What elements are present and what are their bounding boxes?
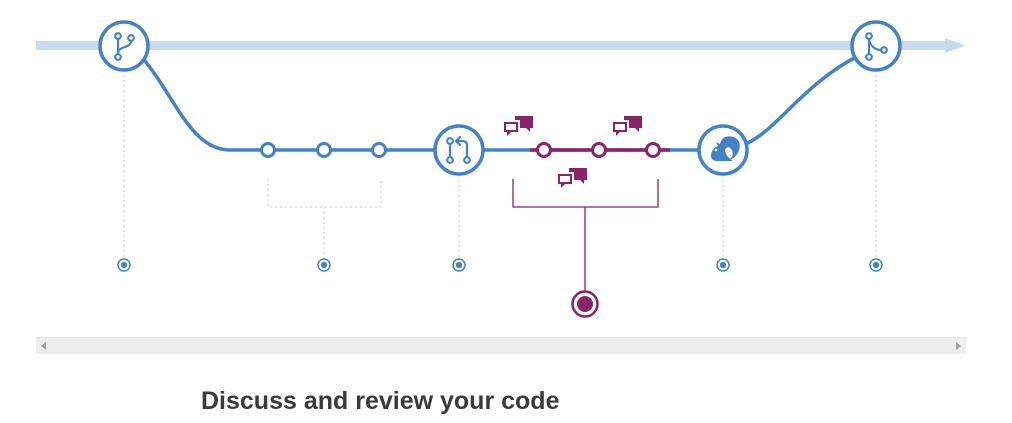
commit-node-2[interactable] <box>316 142 332 158</box>
step-marker-commits[interactable] <box>317 258 331 272</box>
squirrel-icon <box>711 136 740 161</box>
merge-node[interactable] <box>850 20 902 72</box>
review-nodes <box>536 142 661 158</box>
active-step-marker[interactable] <box>571 290 599 318</box>
commits-bracket <box>267 179 382 208</box>
step-marker-deploy[interactable] <box>716 258 730 272</box>
commit-nodes <box>260 142 387 158</box>
step-markers <box>117 258 883 272</box>
git-merge-icon <box>865 32 888 61</box>
feature-branch-line <box>138 53 861 152</box>
branch-start-node[interactable] <box>98 20 150 72</box>
review-bracket-path <box>512 179 659 208</box>
commit-node-3[interactable] <box>371 142 387 158</box>
git-branch-icon <box>114 32 135 61</box>
review-node-3[interactable] <box>645 142 661 158</box>
comment-icons <box>504 116 642 188</box>
leader-lines <box>123 75 877 258</box>
review-node-2[interactable] <box>591 142 607 158</box>
timeline-bar <box>36 41 948 50</box>
left-arrow-icon[interactable] <box>36 338 52 354</box>
review-node-1[interactable] <box>536 142 552 158</box>
comment-discussion-icon[interactable] <box>504 116 533 136</box>
timeline-arrowhead <box>945 38 966 53</box>
deploy-node[interactable] <box>697 124 749 176</box>
step-marker-branch[interactable] <box>117 258 131 272</box>
active-marker-dot <box>577 296 593 312</box>
master-timeline <box>36 38 966 53</box>
review-bracket <box>512 179 659 292</box>
step-marker-merge[interactable] <box>869 258 883 272</box>
commit-node-1[interactable] <box>260 142 276 158</box>
git-pull-request-icon <box>446 135 471 164</box>
comment-discussion-icon[interactable] <box>613 116 642 136</box>
right-arrow-icon[interactable] <box>950 338 966 354</box>
step-caption: Discuss and review your code <box>201 387 560 415</box>
flow-svg <box>36 20 966 318</box>
step-marker-pr[interactable] <box>452 258 466 272</box>
comment-discussion-icon[interactable] <box>558 168 587 188</box>
pull-request-node[interactable] <box>433 124 485 176</box>
horizontal-scrollbar[interactable] <box>36 337 966 354</box>
